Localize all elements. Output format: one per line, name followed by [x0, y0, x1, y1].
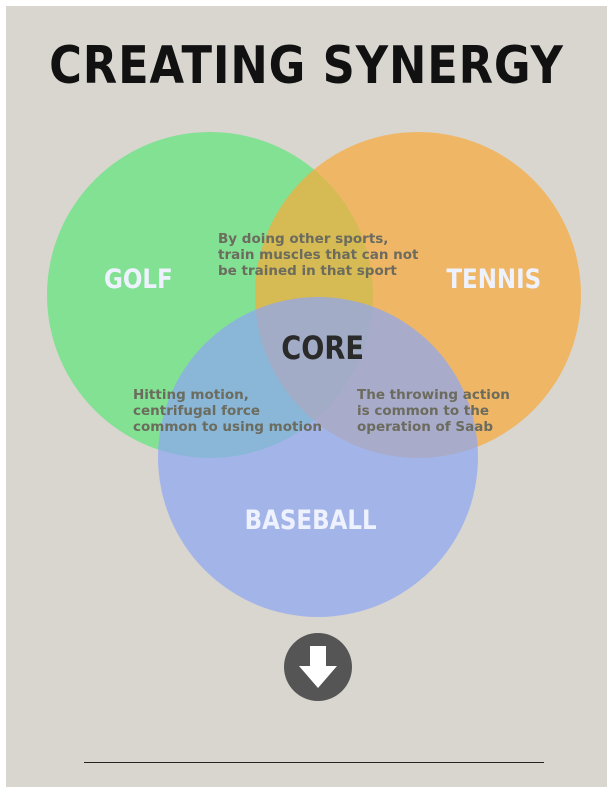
golf-label: GOLF — [104, 264, 173, 295]
tennis-label: TENNIS — [446, 264, 542, 295]
golf-tennis-note: By doing other sports, train muscles tha… — [218, 231, 419, 279]
arrow-down-circle-icon — [284, 633, 352, 701]
bottom-divider — [84, 762, 544, 763]
core-label: CORE — [281, 329, 364, 367]
tennis-baseball-note: The throwing action is common to the ope… — [357, 387, 510, 435]
baseball-circle — [158, 297, 478, 617]
golf-baseball-note: Hitting motion, centrifugal force common… — [133, 387, 322, 435]
baseball-label: BASEBALL — [244, 505, 377, 536]
page-title: CREATING SYNERGY — [49, 36, 564, 96]
next-button[interactable] — [283, 632, 353, 702]
